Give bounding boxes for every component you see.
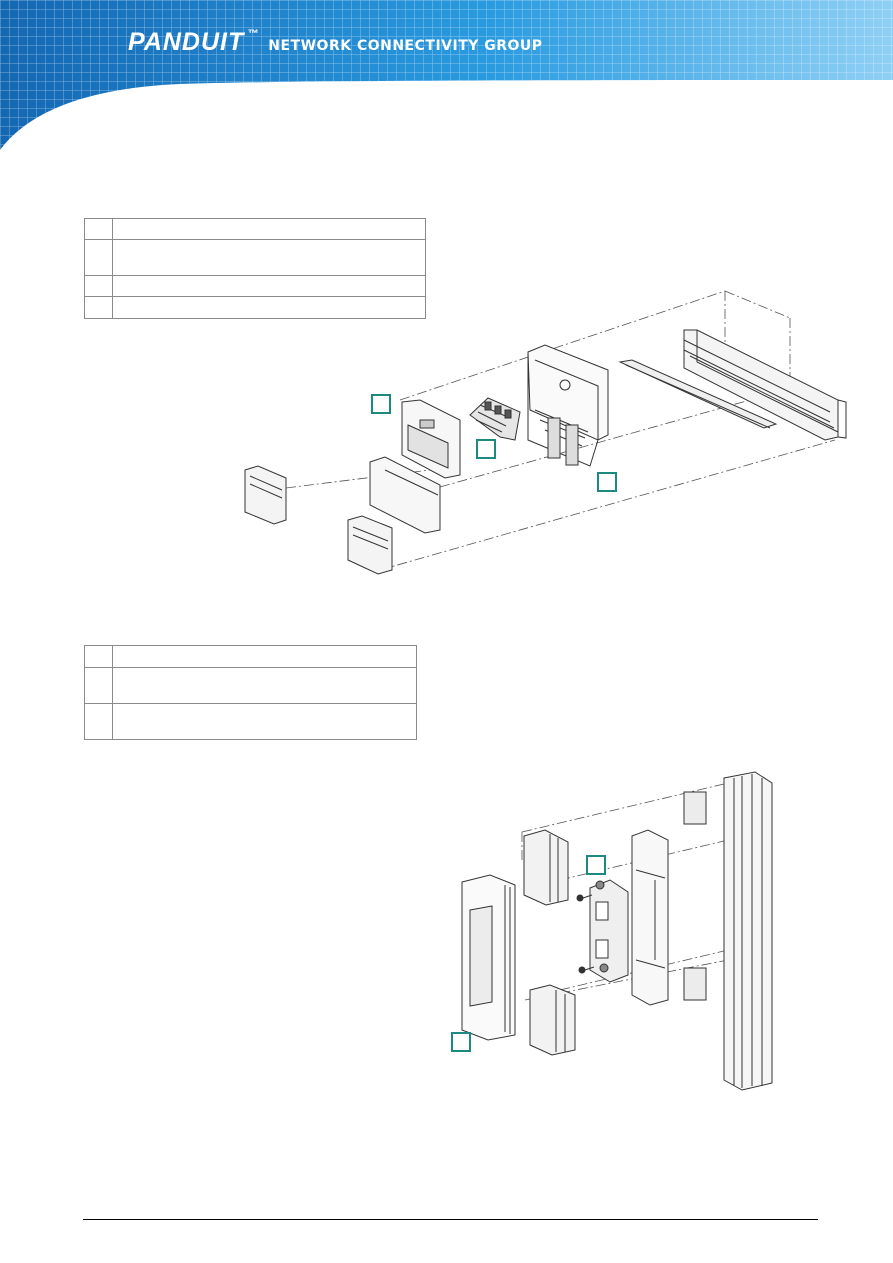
- vertical-raceway: [683, 771, 773, 1091]
- callout-box: [451, 1032, 471, 1052]
- table-row: [84, 703, 417, 740]
- faceplate-assembly-diagram: [244, 290, 847, 575]
- header-background: [0, 0, 893, 150]
- mounting-bracket: [631, 829, 669, 1006]
- cover-strip: [618, 359, 778, 429]
- group-name: NETWORK CONNECTIVITY GROUP: [268, 38, 543, 54]
- row-number-cell: [84, 703, 113, 740]
- side-cover-upper: [523, 829, 569, 906]
- spec-table-2: [84, 645, 417, 740]
- row-text-cell: [112, 296, 426, 319]
- duplex-receptacle: [589, 879, 629, 983]
- table-row: [84, 218, 426, 240]
- outlet-assembly-diagram: [461, 771, 773, 1091]
- callout-box: [597, 472, 617, 492]
- faceplate: [401, 399, 461, 479]
- spec-table-1: [84, 218, 426, 319]
- table-row: [84, 275, 426, 297]
- table-row: [84, 296, 426, 319]
- callout-box: [476, 439, 496, 459]
- screws: [576, 894, 595, 974]
- raceway-channel: [683, 329, 847, 441]
- callout-box: [371, 394, 391, 414]
- side-cover-lower: [529, 984, 576, 1056]
- front-cover-plate: [461, 874, 516, 1041]
- panduit-logo: PANDUIT: [128, 28, 245, 56]
- end-cap-left: [244, 465, 287, 525]
- mounting-box: [527, 344, 609, 467]
- connector-module: [469, 397, 521, 441]
- row-text-cell: [112, 703, 417, 740]
- callout-box: [586, 855, 606, 875]
- footer-rule: [83, 1219, 818, 1220]
- lower-cover: [369, 456, 441, 534]
- end-cap-right: [347, 515, 393, 575]
- trademark-mark: ™: [247, 28, 259, 40]
